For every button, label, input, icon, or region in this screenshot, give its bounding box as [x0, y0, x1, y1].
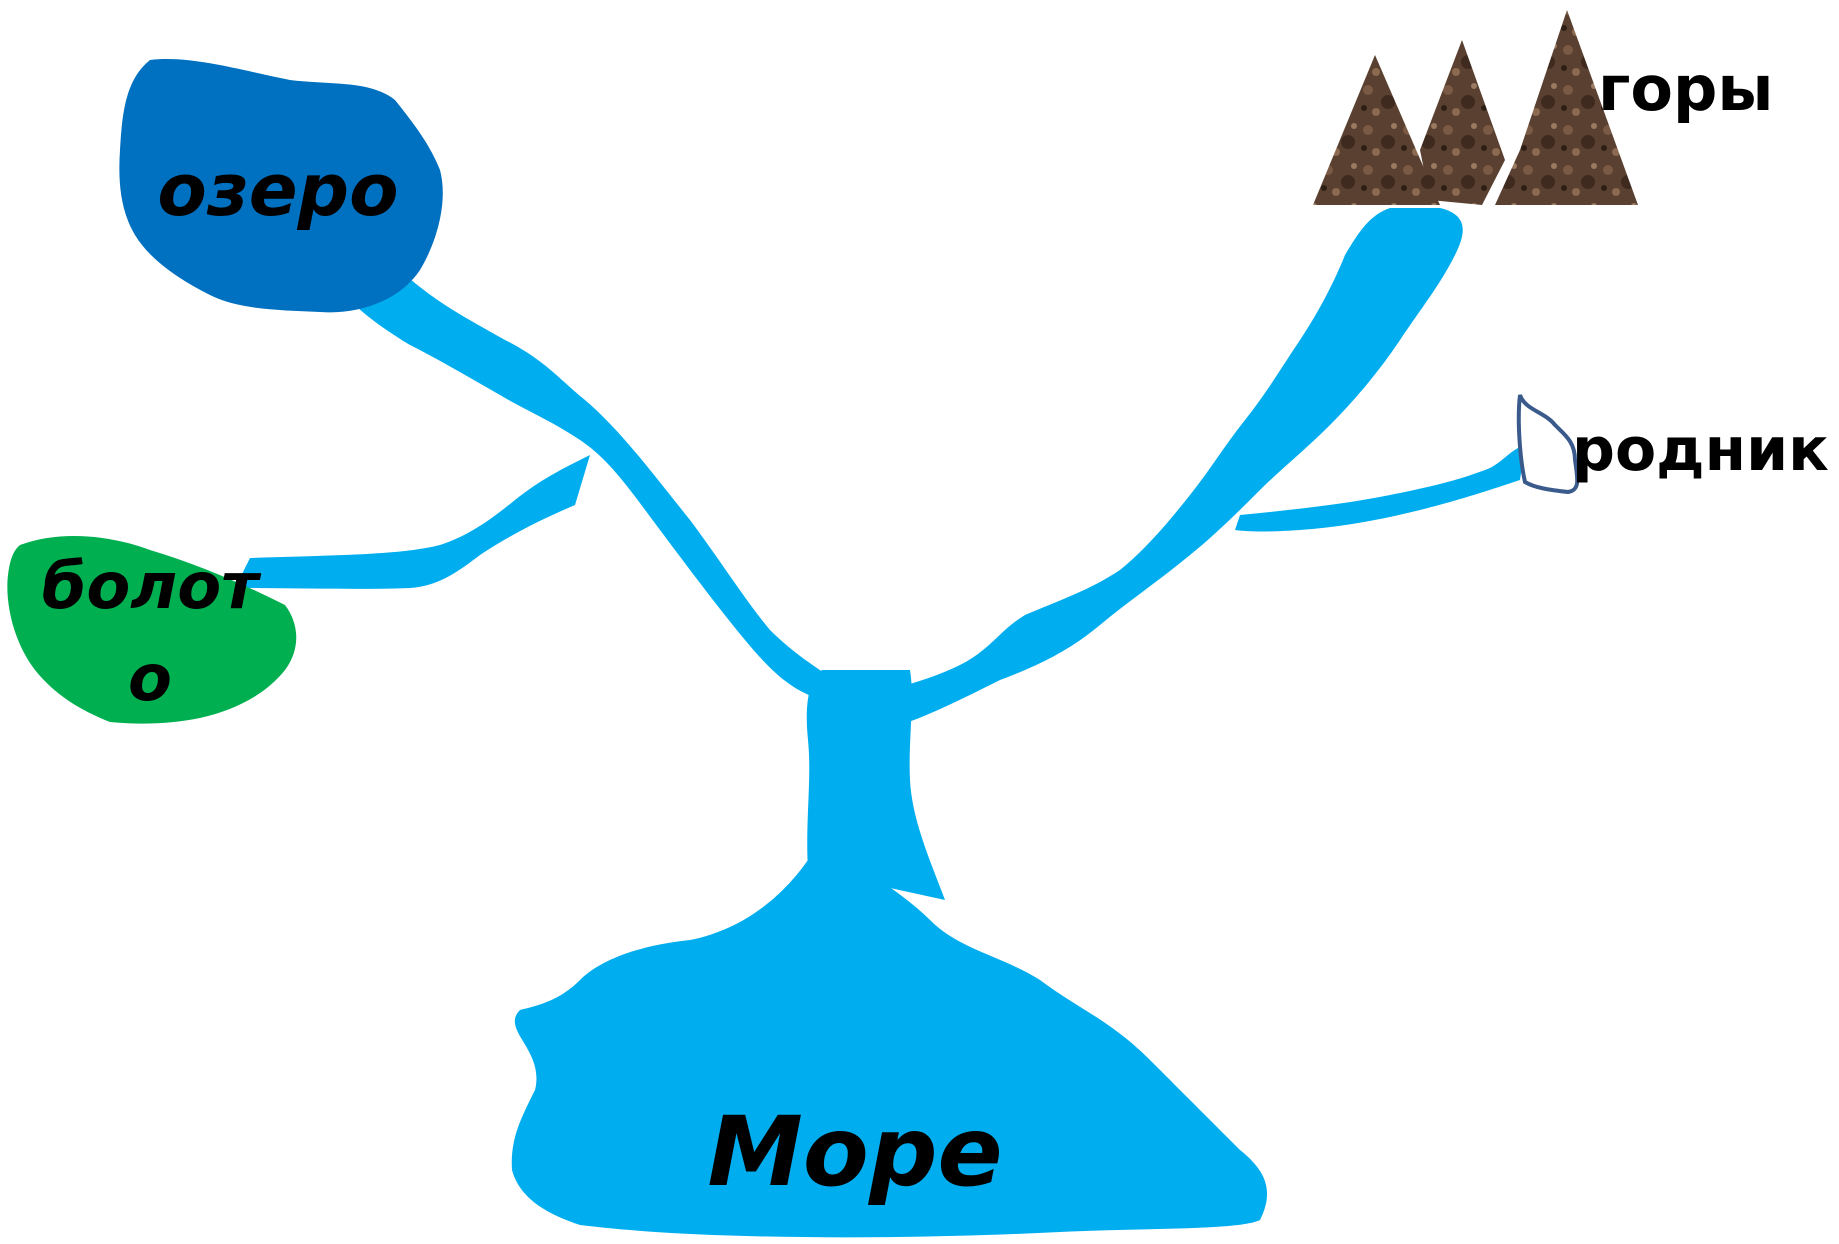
mountain-middle — [1420, 40, 1505, 205]
river-to-spring — [1235, 445, 1525, 532]
sea-label: Море — [707, 1096, 1002, 1208]
sea-shape — [511, 860, 1268, 1238]
river-to-lake — [355, 265, 850, 700]
swamp-label-line1: болот — [42, 550, 263, 624]
swamp-label-line2: о — [128, 642, 172, 716]
lake-label: озеро — [157, 148, 398, 232]
mountain-left — [1313, 55, 1440, 205]
mountain-right — [1495, 10, 1638, 205]
river-to-swamp — [235, 455, 590, 589]
river-to-mountains — [850, 208, 1463, 725]
mountains-label: горы — [1598, 52, 1773, 125]
lake-shape — [119, 59, 443, 313]
swamp-shape — [7, 535, 297, 724]
spring-outline — [1516, 394, 1580, 495]
main-river — [806, 670, 945, 900]
spring-label: родник — [1572, 415, 1829, 485]
